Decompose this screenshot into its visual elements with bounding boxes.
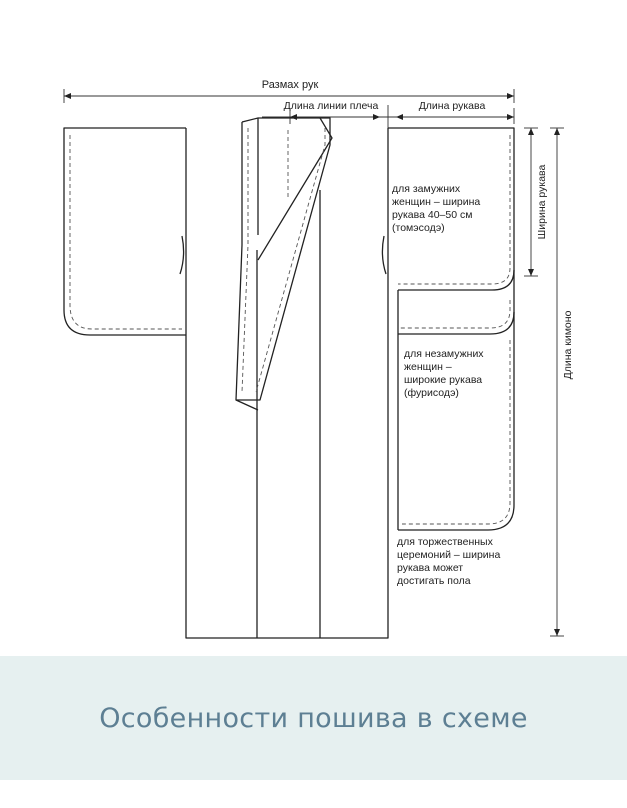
sleeve-length-label: Длина рукава bbox=[419, 100, 486, 112]
right-sleeves bbox=[381, 127, 515, 531]
annotation-ceremonial: для торжественных церемоний – ширина рук… bbox=[397, 536, 500, 587]
kimono-diagram: Размах рук Длина линии плеча Длина рукав… bbox=[63, 79, 574, 639]
annotation-ceremonial-line-4: достигать пола bbox=[397, 575, 471, 587]
annotation-ceremonial-line-3: рукава может bbox=[397, 562, 463, 574]
arm-span-label: Размах рук bbox=[262, 79, 319, 91]
caption-band: Особенности пошива в схеме bbox=[0, 656, 627, 780]
annotation-unmarried-line-3: широкие рукава bbox=[404, 374, 482, 386]
caption-title: Особенности пошива в схеме bbox=[99, 702, 528, 734]
annotation-unmarried-line-1: для незамужних bbox=[404, 348, 484, 360]
annotation-married-line-3: рукава 40–50 см bbox=[392, 209, 472, 221]
kimono-body bbox=[185, 117, 389, 639]
sleeve-width-label: Ширина рукава bbox=[536, 164, 548, 239]
annotation-unmarried: для незамужних женщин – широкие рукава (… bbox=[404, 348, 484, 399]
shoulder-sleeve-dimension: Длина линии плеча Длина рукава bbox=[262, 100, 515, 128]
annotation-married: для замужних женщин – ширина рукава 40–5… bbox=[392, 183, 480, 234]
annotation-unmarried-line-2: женщин – bbox=[404, 361, 452, 373]
annotation-married-line-4: (томэсодэ) bbox=[392, 222, 445, 234]
left-sleeve bbox=[63, 127, 186, 336]
kimono-diagram-svg: Размах рук Длина линии плеча Длина рукав… bbox=[63, 79, 574, 639]
annotation-married-line-1: для замужних bbox=[392, 183, 461, 195]
annotation-ceremonial-line-1: для торжественных bbox=[397, 536, 494, 548]
annotation-unmarried-line-4: (фурисодэ) bbox=[404, 387, 459, 399]
bottom-spacer bbox=[0, 780, 627, 808]
kimono-length-label: Длина кимоно bbox=[562, 310, 574, 379]
annotation-ceremonial-line-2: церемоний – ширина bbox=[397, 549, 500, 561]
arm-span-dimension: Размах рук bbox=[63, 79, 515, 103]
kimono-length-dimension: Длина кимоно bbox=[550, 127, 574, 637]
sleeve-width-dimension: Ширина рукава bbox=[524, 127, 548, 277]
shoulder-length-label: Длина линии плеча bbox=[284, 100, 379, 112]
annotation-married-line-2: женщин – ширина bbox=[392, 196, 480, 208]
